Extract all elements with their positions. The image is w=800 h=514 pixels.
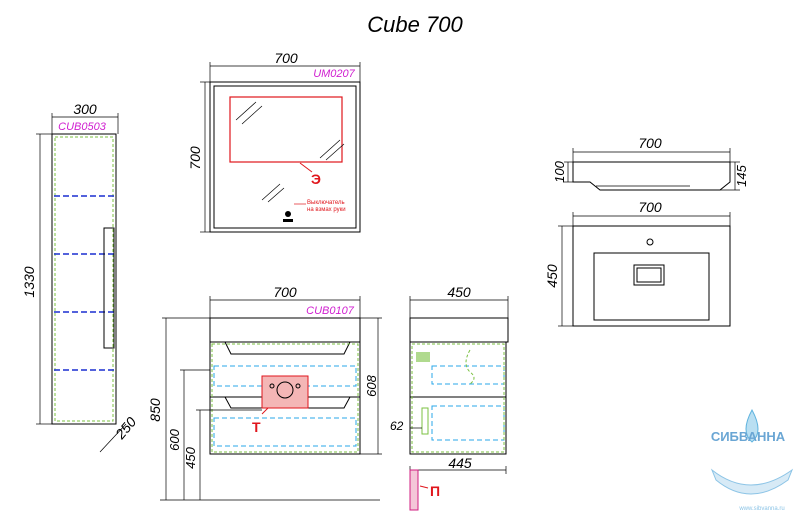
mirror-light-panel — [229, 96, 343, 163]
mount-600-label: 600 — [167, 428, 182, 450]
mirror-height-label: 700 — [187, 146, 203, 170]
cabinet-marker: Т — [252, 419, 261, 435]
water-drop-icon — [745, 408, 759, 443]
mirror-width-label: 700 — [274, 50, 298, 66]
column-body — [51, 133, 117, 425]
sibvanna-logo: СИБВАННА www.sibvanna.ru — [710, 408, 794, 512]
side-depth-bottom-label: 445 — [448, 455, 472, 471]
sink-plan-width-label: 700 — [638, 199, 662, 215]
switch-note-line2: на взмах руки — [307, 207, 346, 213]
vanity-cabinet-front: 700 CUB0107 Т 850 600 450 608 — [147, 284, 382, 501]
column-handle — [103, 227, 115, 349]
sensor-switch-icon — [285, 211, 291, 217]
siphon-icon — [465, 349, 475, 385]
drain-pipe — [409, 469, 419, 511]
column-width-label: 300 — [73, 101, 97, 117]
sink-profile — [572, 161, 731, 191]
mirror-marker: Э — [311, 171, 321, 187]
bathtub-icon — [710, 468, 794, 495]
sink-bowl — [593, 252, 710, 321]
side-bracket-bottom — [421, 407, 429, 435]
column-code-label: CUB0503 — [58, 121, 107, 133]
mirror-code-label: UM0207 — [313, 68, 355, 80]
vanity-side-view: 450 62 445 П — [390, 284, 509, 511]
side-depth-top-label: 450 — [447, 284, 471, 300]
switch-note-line1: Выключатель — [307, 200, 345, 206]
sink-drain-icon — [633, 264, 665, 286]
plumbing-zone — [261, 375, 309, 409]
sink-elevation: 700 100 145 — [552, 135, 749, 191]
sink-depth-label: 450 — [544, 264, 560, 288]
side-offset-label: 62 — [390, 419, 404, 433]
drawing-title: Cube 700 — [367, 12, 463, 37]
cabinet-height-body-label: 608 — [364, 374, 379, 396]
drawer-handle-top — [224, 341, 351, 355]
side-marker: П — [430, 483, 440, 499]
sink-outline — [572, 225, 731, 327]
sink-height-left-label: 100 — [552, 160, 567, 182]
cabinet-code-label: CUB0107 — [306, 305, 355, 317]
mount-450-label: 450 — [183, 446, 198, 468]
column-height-label: 1330 — [21, 266, 37, 297]
side-bracket-top — [416, 352, 430, 362]
sink-height-right-label: 145 — [734, 164, 749, 186]
cabinet-width-label: 700 — [273, 284, 297, 300]
sink-plan: 700 450 — [544, 199, 731, 327]
cabinet-top — [209, 317, 361, 343]
sink-top-width-label: 700 — [638, 135, 662, 151]
cabinet-height-total-label: 850 — [147, 398, 163, 422]
column-cabinet: 300 CUB0503 1330 250 — [21, 101, 139, 453]
faucet-hole-icon — [646, 238, 654, 246]
mirror-frame — [209, 81, 361, 233]
mirror: 700 UM0207 Э Выключатель на взмах руки 7… — [187, 50, 361, 233]
logo-url: www.sibvanna.ru — [738, 506, 784, 512]
logo-text: СИБВАННА — [711, 429, 786, 444]
